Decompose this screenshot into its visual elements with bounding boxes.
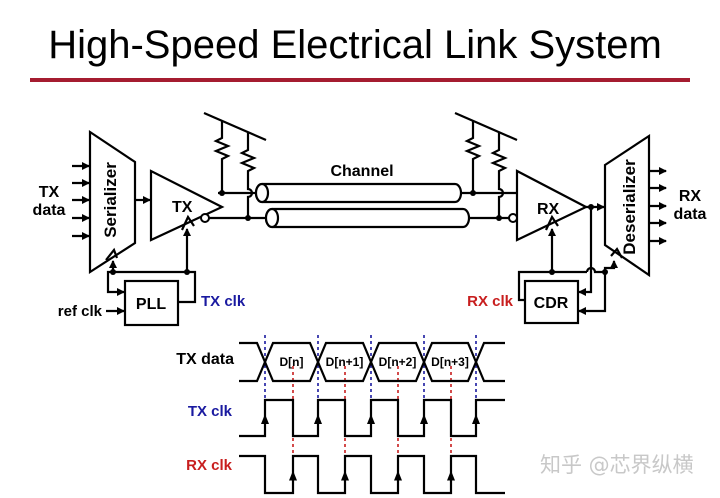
timing-row-label-tx-data: TX data xyxy=(176,351,234,368)
deserializer-clock-icon xyxy=(610,247,623,259)
rx-clock-wiring xyxy=(517,207,618,315)
inverted-input-bubble xyxy=(508,213,518,223)
deserializer-block xyxy=(603,133,651,278)
rising-edge-arrow-icon xyxy=(261,414,269,424)
data-symbol: D[n+3] xyxy=(431,355,469,369)
rx-data-label-2: data xyxy=(674,206,707,223)
channel-transmission-lines xyxy=(254,182,471,229)
tx-termination-resistors xyxy=(203,111,267,221)
tx-data-label-1: TX xyxy=(39,184,60,201)
ref-clk-label: ref clk xyxy=(58,303,103,320)
rx-receiver xyxy=(515,169,589,242)
rx-clk-waveform xyxy=(239,454,505,495)
rising-edge-arrow-icon xyxy=(420,414,428,424)
tx-clock-icon xyxy=(181,214,195,231)
rx-termination-resistors xyxy=(454,111,518,221)
cdr-block xyxy=(523,279,580,325)
rx-data-label-1: RX xyxy=(679,188,702,205)
rising-edge-arrow-icon xyxy=(314,414,322,424)
title-rule xyxy=(30,78,690,82)
timing-row-label-tx-clk: TX clk xyxy=(188,403,233,420)
rising-edge-arrow-icon xyxy=(447,470,455,481)
timing-row-label-rx-clk: RX clk xyxy=(186,457,233,474)
rising-edge-arrow-icon xyxy=(472,414,480,424)
tx-data-inputs xyxy=(72,162,90,240)
tx-data-label-2: data xyxy=(33,202,66,219)
inverted-output-bubble xyxy=(200,213,210,223)
rx-clk-label: RX clk xyxy=(467,293,514,310)
watermark: 知乎 @芯界纵横 xyxy=(540,453,694,477)
tx-clk-label: TX clk xyxy=(201,293,246,310)
tx-data-waveform xyxy=(239,341,505,383)
serializer-clock-icon xyxy=(105,247,119,261)
rising-edge-arrow-icon xyxy=(394,470,402,481)
tx-driver-label: TX xyxy=(172,199,193,216)
deserializer-label: Deserializer xyxy=(620,159,639,255)
data-symbol: D[n] xyxy=(280,355,304,369)
rising-edge-arrow-icon xyxy=(367,414,375,424)
channel-label: Channel xyxy=(330,163,393,180)
rx-data-outputs xyxy=(649,167,667,245)
rx-clock-icon xyxy=(545,214,559,231)
serializer-label: Serializer xyxy=(101,162,120,238)
cdr-label: CDR xyxy=(534,295,569,312)
rx-receiver-label: RX xyxy=(537,201,560,218)
rising-edge-arrow-icon xyxy=(289,470,297,481)
pll-label: PLL xyxy=(136,296,166,313)
timing-diagram xyxy=(239,335,505,495)
tx-driver xyxy=(149,169,225,242)
tx-clock-wiring xyxy=(106,228,197,304)
page-title: High-Speed Electrical Link System xyxy=(48,23,662,67)
data-symbol: D[n+1] xyxy=(326,355,364,369)
serializer-block xyxy=(88,129,137,275)
data-symbol: D[n+2] xyxy=(379,355,417,369)
rising-edge-arrow-icon xyxy=(341,470,349,481)
